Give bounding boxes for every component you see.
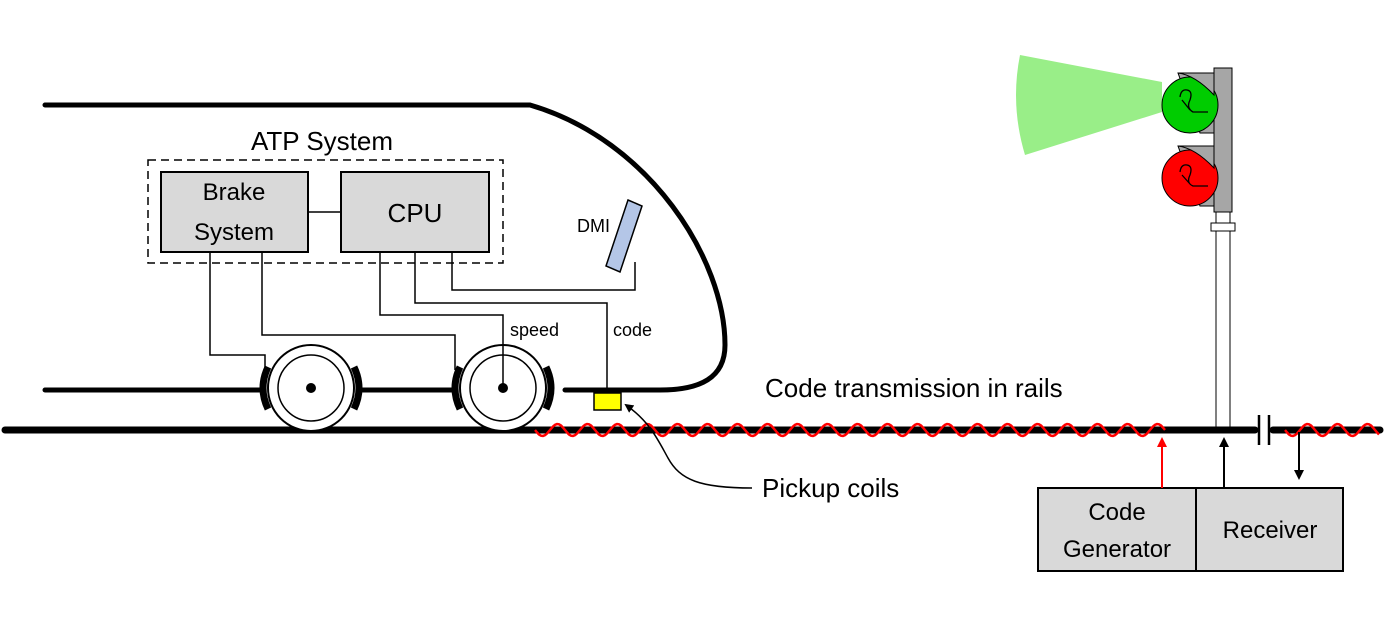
- receiver-label: Receiver: [1223, 517, 1318, 544]
- code-transmission-label: Code transmission in rails: [765, 373, 1063, 403]
- train-roof: [42, 102, 728, 393]
- pickup-coils-pointer: [624, 403, 753, 489]
- code-generator-box: [1037, 487, 1197, 572]
- cpu-label: CPU: [388, 198, 443, 228]
- dmi-screen: [605, 198, 643, 274]
- dmi-label: DMI: [577, 216, 610, 236]
- brake-system-box: [160, 171, 309, 253]
- brake-system-label-line1: Brake: [203, 179, 266, 206]
- pickup-coil: [593, 392, 622, 411]
- atp-system-label: ATP System: [251, 126, 393, 156]
- brake-system-label-line2: System: [194, 219, 274, 246]
- brake-wire-rear-wheel: [261, 252, 456, 370]
- signal-post: [1210, 67, 1236, 428]
- code-wave-right: [1284, 422, 1380, 438]
- speed-wire: [379, 252, 504, 388]
- code-label: code: [613, 320, 652, 340]
- code-wave-left: [534, 422, 1166, 438]
- brake-wire-front-wheel: [209, 252, 266, 370]
- receiver-box: [1195, 487, 1344, 572]
- cpu-box: [340, 171, 490, 253]
- code-wire: [414, 252, 608, 393]
- light-beam: [1016, 55, 1162, 155]
- dmi-wire: [451, 252, 636, 291]
- signal-green-light: [1161, 72, 1219, 134]
- signal-red-light: [1161, 145, 1219, 207]
- speed-label: speed: [510, 320, 559, 340]
- wheel-front: [259, 344, 363, 432]
- code-generator-label-line2: Generator: [1063, 536, 1171, 563]
- pickup-coils-label: Pickup coils: [762, 473, 899, 503]
- code-generator-label-line1: Code: [1088, 499, 1145, 526]
- atp-system-boundary: [147, 159, 504, 264]
